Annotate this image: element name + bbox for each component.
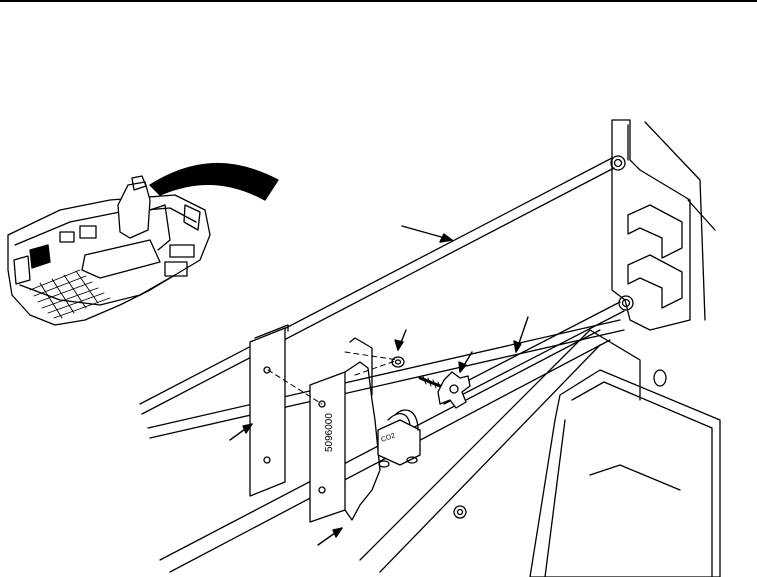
storage-tub (529, 369, 721, 577)
bracket-part-number: 5096000 (324, 413, 335, 452)
locator-curved-arrow (149, 163, 279, 201)
arrow-washer (394, 329, 407, 351)
clamp-marking: CO2 (380, 432, 396, 444)
upper-support-rod (139, 155, 626, 415)
washer (391, 356, 405, 368)
floor-grating (29, 269, 111, 319)
arrow-lower-rod (513, 316, 529, 353)
wall-slot-lower (627, 254, 683, 309)
mounting-bracket: 5096000 (309, 337, 381, 523)
rod-clamp: CO2 (377, 409, 421, 468)
arrow-spacer-plate (229, 423, 253, 441)
vehicle-locator-inset (7, 163, 279, 326)
header-rule (0, 0, 757, 2)
cab-side-wall (611, 119, 716, 331)
alignment-lines (267, 351, 399, 405)
arrow-upper-rod (401, 225, 453, 243)
arrow-knob (458, 351, 473, 373)
spacer-plate (249, 324, 289, 497)
knob-bolt (418, 371, 471, 409)
callout-arrows (229, 225, 529, 546)
cab-floor-structure (147, 319, 721, 577)
arrow-bracket (317, 527, 343, 546)
wall-slot-upper (627, 204, 683, 259)
